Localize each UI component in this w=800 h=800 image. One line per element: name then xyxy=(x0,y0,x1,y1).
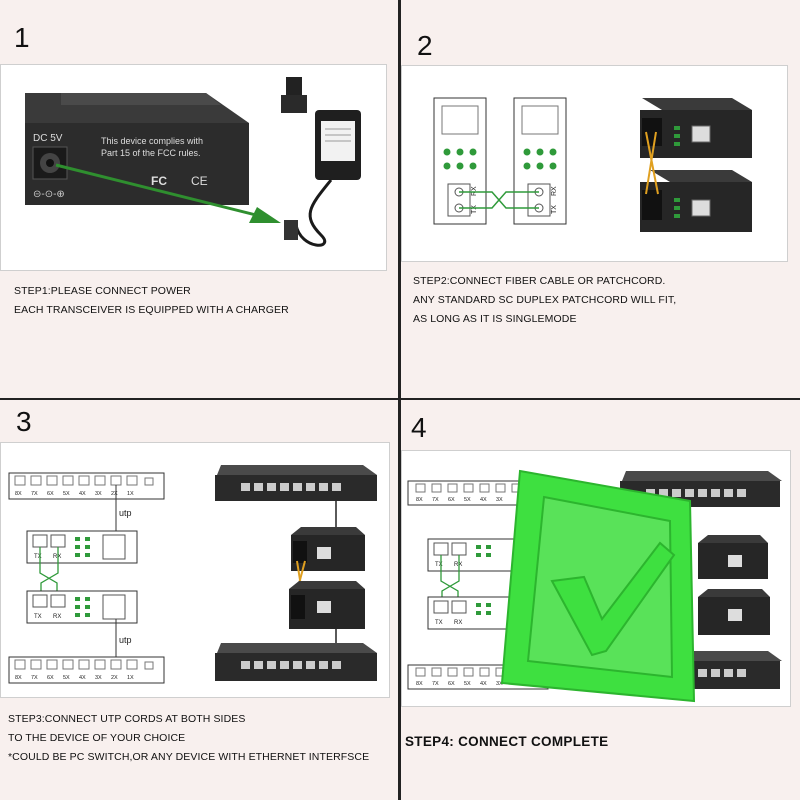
caption-line: ANY STANDARD SC DUPLEX PATCHCORD WILL FI… xyxy=(413,294,677,306)
connect-arrow xyxy=(55,163,257,217)
svg-text:RX: RX xyxy=(551,186,558,196)
utp-label: utp xyxy=(119,508,132,518)
checkmark-icon xyxy=(500,469,696,703)
svg-text:3X: 3X xyxy=(95,675,102,681)
plug-prongs xyxy=(286,77,302,99)
fcc-text-line2: Part 15 of the FCC rules. xyxy=(101,148,201,158)
power-connection-drawing: DC 5V ⊝-⊙-⊕ This device complies with Pa… xyxy=(25,77,361,247)
step-number: 4 xyxy=(411,412,427,443)
switch-schematic-top xyxy=(8,472,165,500)
svg-text:7X: 7X xyxy=(432,497,439,503)
caption-line: AS LONG AS IT IS SINGLEMODE xyxy=(413,313,577,325)
svg-text:2X: 2X xyxy=(111,491,118,497)
caption-line: *COULD BE PC SWITCH,OR ANY DEVICE WITH E… xyxy=(8,751,370,763)
caption-line: EACH TRANSCEIVER IS EQUIPPED WITH A CHAR… xyxy=(14,304,289,316)
svg-text:utp: utp xyxy=(119,635,132,645)
step-1-caption: STEP1:PLEASE CONNECT POWER EACH TRANSCEI… xyxy=(14,282,289,320)
step-1-illustration: DC 5V ⊝-⊙-⊕ This device complies with Pa… xyxy=(0,64,387,271)
caption-line: STEP3:CONNECT UTP CORDS AT BOTH SIDES xyxy=(8,713,246,725)
step-4-quadrant: 4 8X 7X 6X 5X 4X 3X TX RX TX RX xyxy=(400,400,800,800)
step-2-caption: STEP2:CONNECT FIBER CABLE OR PATCHCORD. … xyxy=(413,272,676,329)
svg-text:8X: 8X xyxy=(416,681,423,687)
caption-line: STEP4: CONNECT COMPLETE xyxy=(405,734,609,749)
caption-line: STEP2:CONNECT FIBER CABLE OR PATCHCORD. xyxy=(413,275,666,287)
fc-mark: FC xyxy=(151,174,167,188)
led-grid xyxy=(443,148,477,170)
step-number: 1 xyxy=(14,22,30,53)
barrel-plug xyxy=(284,220,298,240)
utp-connection-drawing: 8X 7X 6X 5X 4X 3X 2X 1X utp TX RX TX RX xyxy=(8,465,377,684)
svg-text:RX: RX xyxy=(53,554,61,560)
svg-text:TX: TX xyxy=(551,205,558,214)
step-2-illustration: RX TX RX TX xyxy=(401,65,788,262)
caption-line: TO THE DEVICE OF YOUR CHOICE xyxy=(8,732,186,744)
svg-text:6X: 6X xyxy=(47,491,54,497)
svg-text:6X: 6X xyxy=(448,497,455,503)
svg-text:6X: 6X xyxy=(47,675,54,681)
svg-text:7X: 7X xyxy=(31,491,38,497)
step-1-quadrant: 1 DC 5V ⊝-⊙-⊕ This device complies with … xyxy=(0,0,400,400)
svg-text:5X: 5X xyxy=(464,681,471,687)
svg-text:3X: 3X xyxy=(496,497,503,503)
svg-text:5X: 5X xyxy=(63,675,70,681)
step-4-illustration: 8X 7X 6X 5X 4X 3X TX RX TX RX 8X 7X 6X 5X xyxy=(401,450,791,707)
svg-text:RX: RX xyxy=(471,186,478,196)
step-3-caption: STEP3:CONNECT UTP CORDS AT BOTH SIDES TO… xyxy=(8,710,369,767)
svg-text:RX: RX xyxy=(454,562,462,568)
svg-text:7X: 7X xyxy=(432,681,439,687)
step-3-quadrant: 3 8X 7X 6X 5X 4X 3X 2X 1X utp TX RX xyxy=(0,400,400,800)
fiber-connection-drawing: RX TX RX TX xyxy=(433,97,752,232)
svg-text:5X: 5X xyxy=(464,497,471,503)
svg-text:3X: 3X xyxy=(95,491,102,497)
svg-text:⊝-⊙-⊕: ⊝-⊙-⊕ xyxy=(33,189,65,200)
svg-text:4X: 4X xyxy=(480,681,487,687)
svg-text:TX: TX xyxy=(471,205,478,214)
svg-text:4X: 4X xyxy=(480,497,487,503)
svg-text:TX: TX xyxy=(34,554,42,560)
svg-text:TX: TX xyxy=(435,562,443,568)
svg-text:1X: 1X xyxy=(127,675,134,681)
ce-mark: CE xyxy=(191,174,208,188)
step-2-quadrant: 2 RX TX RX TX xyxy=(400,0,800,400)
svg-text:7X: 7X xyxy=(31,675,38,681)
fcc-text-line1: This device complies with xyxy=(101,136,203,146)
svg-text:3X: 3X xyxy=(496,681,503,687)
svg-text:8X: 8X xyxy=(15,675,22,681)
step-number: 2 xyxy=(417,30,433,61)
complete-setup-drawing: 8X 7X 6X 5X 4X 3X TX RX TX RX 8X 7X 6X 5X xyxy=(407,469,782,703)
svg-text:TX: TX xyxy=(435,620,443,626)
step-number: 3 xyxy=(16,406,32,437)
dc-label: DC 5V xyxy=(33,133,63,144)
caption-line: STEP1:PLEASE CONNECT POWER xyxy=(14,285,191,297)
step-3-illustration: 8X 7X 6X 5X 4X 3X 2X 1X utp TX RX TX RX xyxy=(0,442,390,698)
svg-text:1X: 1X xyxy=(127,491,134,497)
fiber-line xyxy=(459,191,539,209)
svg-text:2X: 2X xyxy=(111,675,118,681)
svg-text:8X: 8X xyxy=(416,497,423,503)
svg-text:5X: 5X xyxy=(63,491,70,497)
svg-text:8X: 8X xyxy=(15,491,22,497)
svg-text:RX: RX xyxy=(454,620,462,626)
switch-schematic-bottom xyxy=(8,656,165,684)
svg-text:RX: RX xyxy=(53,614,61,620)
power-cable xyxy=(294,179,333,247)
step-4-caption: STEP4: CONNECT COMPLETE xyxy=(405,732,608,751)
svg-text:4X: 4X xyxy=(79,491,86,497)
svg-text:6X: 6X xyxy=(448,681,455,687)
svg-text:TX: TX xyxy=(34,614,42,620)
svg-text:4X: 4X xyxy=(79,675,86,681)
